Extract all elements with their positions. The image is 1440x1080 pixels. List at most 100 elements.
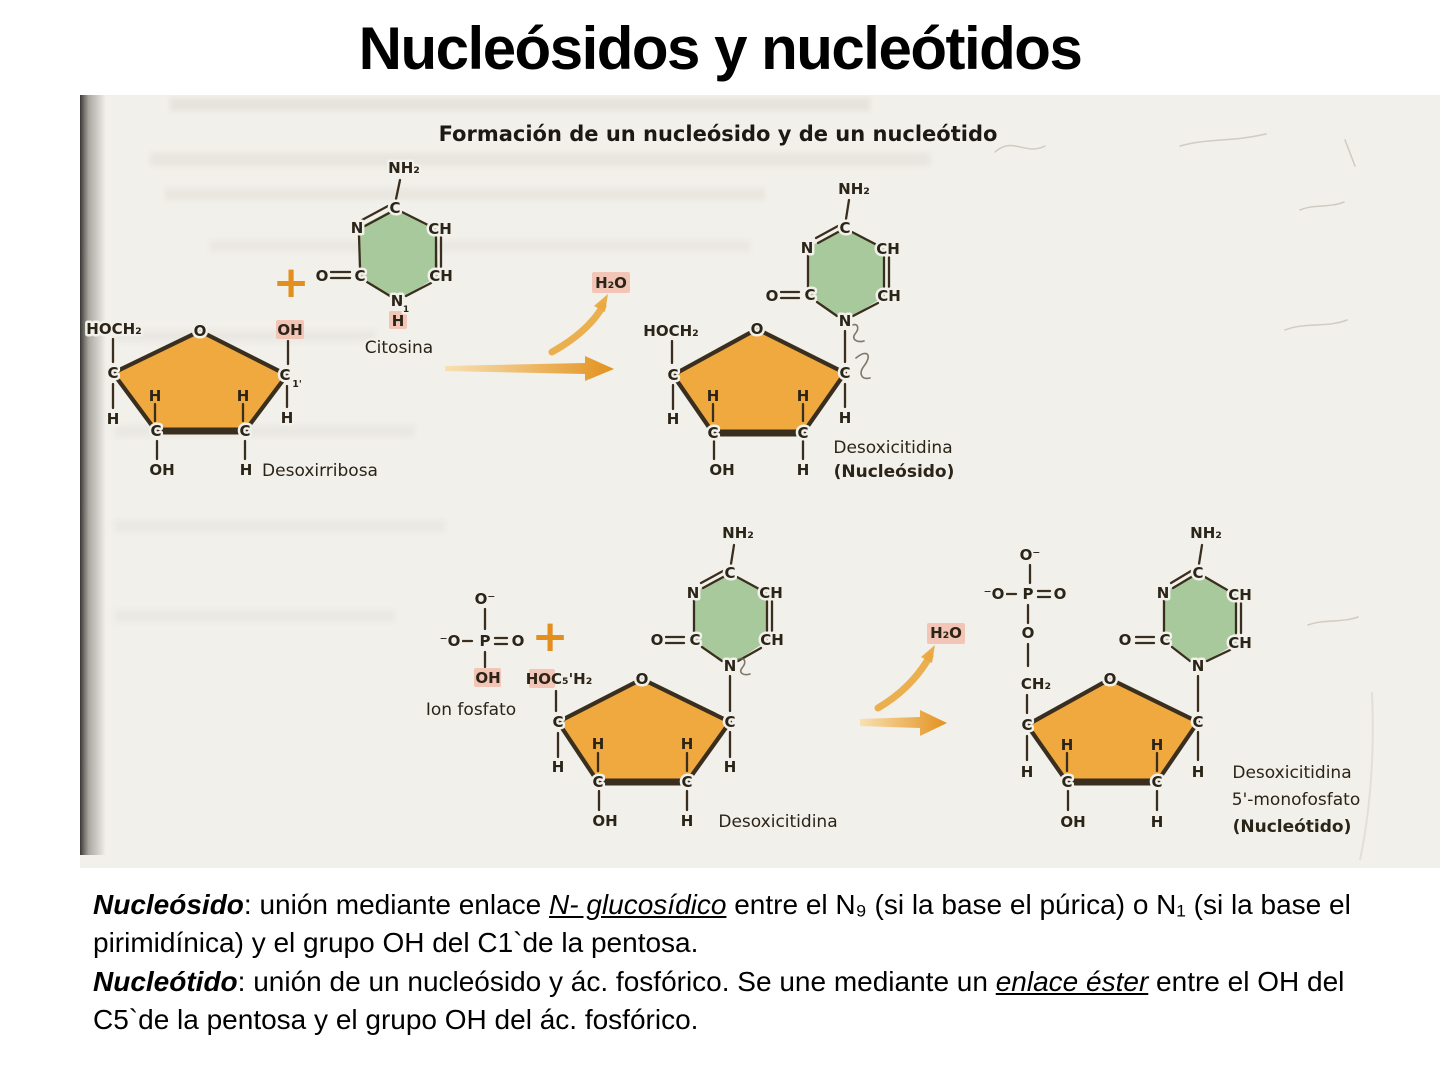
bond	[701, 574, 727, 590]
scan-left-edge	[80, 95, 106, 855]
atom-label: HOC₅'H₂	[526, 670, 593, 688]
bond	[814, 224, 840, 240]
atom-label: H	[797, 387, 810, 405]
atom-label: H	[552, 758, 565, 776]
atom-label: C	[1061, 773, 1072, 791]
atom-label: H	[839, 409, 852, 427]
bond	[1205, 648, 1232, 663]
h2o-label: H₂O	[595, 274, 627, 292]
highlight-box	[529, 669, 555, 688]
structure-label-nucleosido-tag: (Nucleósido)	[834, 462, 955, 482]
atom-label: O	[766, 287, 779, 305]
atom-label: OH	[149, 461, 174, 479]
bond	[850, 230, 879, 247]
bond	[242, 372, 290, 434]
atom-label: C	[804, 286, 815, 304]
atom-label: O	[751, 320, 764, 338]
bond	[699, 569, 725, 585]
atom-label: HOCH₂	[86, 320, 141, 338]
atom-label: C	[354, 267, 365, 285]
atom-label: O	[512, 632, 525, 650]
atom-label: O	[651, 631, 664, 649]
nucleoside-definition: Nucleósido: unión mediante enlace N- glu…	[93, 886, 1425, 963]
highlight-box	[276, 320, 304, 339]
curved-arrow-2	[874, 652, 934, 712]
atom-label: C	[797, 424, 808, 442]
atom-label: C	[724, 713, 735, 731]
pencil-mark	[736, 657, 751, 676]
atom-label: P	[480, 632, 491, 650]
atom-label: CH	[428, 220, 452, 238]
highlight-box	[592, 272, 630, 293]
atom-label: N	[839, 312, 852, 330]
atom-label: CH	[876, 240, 900, 258]
atom-label: O	[194, 322, 207, 340]
bond	[1197, 543, 1204, 566]
atom-label: O⁻	[475, 590, 496, 608]
atom-label: OH	[277, 321, 302, 339]
atom-label: C	[592, 773, 603, 791]
highlight-box	[474, 668, 501, 687]
atom-label: C	[707, 424, 718, 442]
bond	[357, 233, 362, 270]
bond	[1024, 722, 1070, 785]
bond	[815, 300, 839, 318]
atom-label: OH	[592, 812, 617, 830]
nucleotide-definition: Nucleótido: unión de un nucleósido y ác.…	[93, 963, 1425, 1040]
term-enlace-n-glucosidico: N- glucosídico	[549, 889, 727, 920]
reaction-arrow-1	[445, 356, 614, 381]
atom-label: C	[724, 564, 735, 582]
atom-label: O	[1022, 624, 1035, 642]
definition-text: entre el OH del C5`de la pentosa y el gr…	[93, 965, 1345, 1036]
atom-label: NH₂	[1190, 524, 1222, 542]
plus-sign: +	[273, 257, 310, 308]
structure-label-desoxicitidina: Desoxicitidina	[718, 812, 837, 832]
atom-label: 1	[403, 305, 409, 315]
bond	[754, 326, 848, 376]
atom-label: N	[391, 292, 404, 310]
atom-label: N	[687, 584, 700, 602]
atom-label: H	[724, 758, 737, 776]
atom-label: C	[239, 422, 250, 440]
faint-handwriting	[994, 133, 1359, 626]
atom-label: OH	[709, 461, 734, 479]
bond	[735, 575, 763, 592]
atom-label: ⁻O	[440, 632, 461, 650]
atom-label: N	[724, 657, 737, 675]
bond	[555, 676, 645, 725]
atom-label: CH₂	[1021, 675, 1051, 693]
atom-label: H	[667, 410, 680, 428]
atom-label: O	[636, 670, 649, 688]
atom-label: CH	[429, 267, 453, 285]
atom-label: C	[279, 366, 290, 384]
atom-label: HOCH₂	[643, 322, 698, 340]
atom-label: N	[1192, 657, 1205, 675]
atom-label: NH₂	[388, 159, 420, 177]
bond	[670, 326, 760, 378]
pencil-mark	[855, 352, 871, 380]
atom-label: H	[237, 387, 250, 405]
atom-label: H	[107, 410, 120, 428]
base-ring-nucleotido	[1163, 573, 1237, 666]
plus-sign: +	[532, 611, 569, 662]
figure-title: Formación de un nucleósido y de un nucle…	[439, 122, 998, 146]
atom-label: H	[707, 387, 720, 405]
highlight-box	[389, 311, 407, 329]
bond	[1024, 676, 1113, 728]
bond	[851, 301, 880, 318]
atom-label: O	[1119, 631, 1132, 649]
curved-arrow-1	[548, 302, 607, 356]
atom-label: H	[1151, 813, 1164, 831]
curved-arrow-1-head	[594, 294, 608, 312]
highlight-box	[927, 623, 965, 644]
atom-label: OH	[1060, 813, 1085, 831]
bond	[1107, 676, 1201, 725]
atom-label: OH	[475, 669, 500, 687]
base-ring-citosina	[358, 208, 438, 301]
atom-label: H	[592, 735, 605, 753]
atom-label: H	[240, 461, 253, 479]
curved-arrow-2-head	[921, 645, 935, 663]
atom-label: O⁻	[1020, 546, 1041, 564]
structure-label-nucleosido: Desoxicitidina	[833, 438, 952, 458]
footer-text: Nucleósido: unión mediante enlace N- glu…	[93, 886, 1425, 1039]
